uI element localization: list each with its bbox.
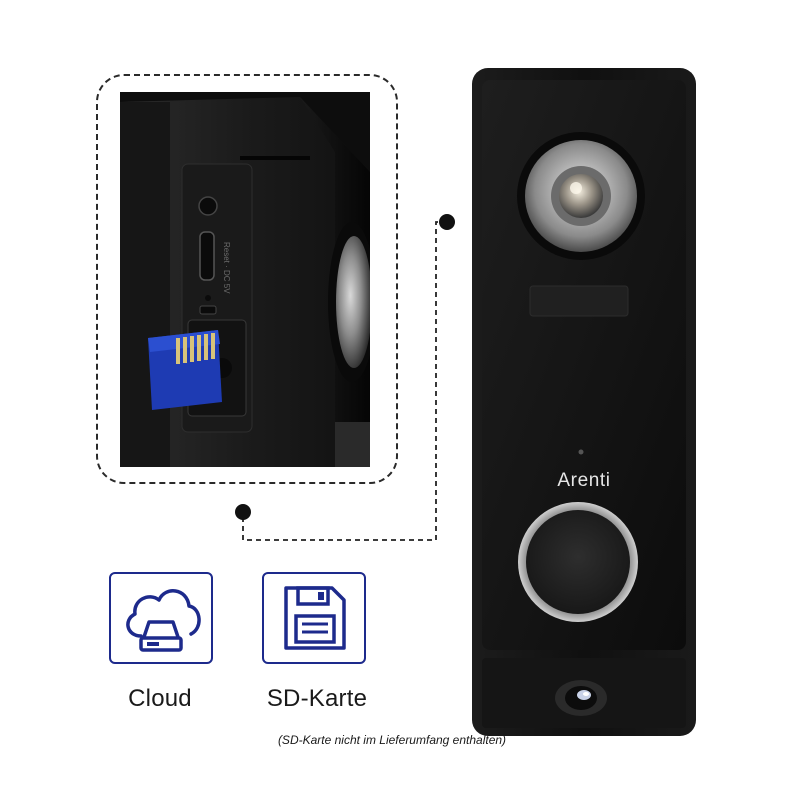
- cloud-feature-icon-box: [109, 572, 213, 664]
- zoom-detail-frame: [96, 74, 398, 484]
- doorbell-front: Arenti: [468, 68, 700, 738]
- footnote: (SD-Karte nicht im Lieferumfang enthalte…: [277, 733, 507, 747]
- cloud-label: Cloud: [128, 685, 192, 712]
- sd-feature-icon-box: [262, 572, 366, 664]
- cloud-storage-icon: [126, 589, 201, 652]
- reset-hole: [198, 196, 218, 216]
- ir-sensor: [529, 285, 629, 317]
- usb-port: [199, 231, 215, 281]
- callout-dot-top: [439, 214, 455, 230]
- sd-card-label: SD-Karte: [266, 685, 368, 712]
- microphone: [578, 449, 584, 455]
- sd-card: [148, 330, 222, 410]
- port-label: Reset · DC 5V: [222, 242, 231, 294]
- brand-logo: Arenti: [557, 470, 611, 491]
- floppy-disk-icon: [284, 586, 346, 650]
- callout-dot-bottom: [235, 504, 251, 520]
- side-view-photo: Reset · DC 5V: [120, 92, 370, 467]
